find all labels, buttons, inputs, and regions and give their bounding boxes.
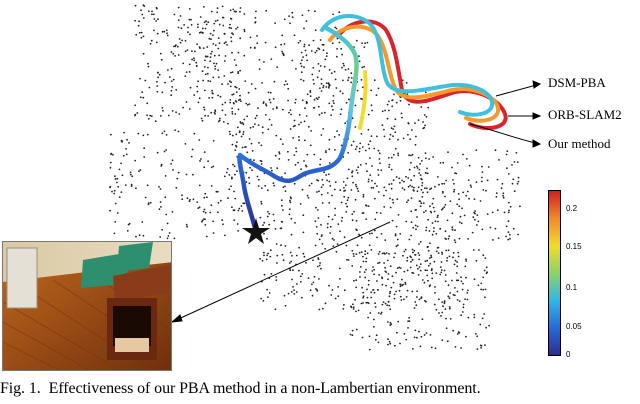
label-dsm-pba: DSM-PBA [548, 75, 606, 90]
point-cloud [109, 4, 521, 351]
figure-caption: Fig. 1. Effectiveness of our PBA method i… [0, 380, 640, 398]
inset-room-image [2, 241, 172, 371]
yellow-segment [358, 70, 368, 130]
start-star-icon [242, 218, 270, 244]
colorbar-tick: 0.05 [566, 322, 582, 331]
point-cloud-plot [109, 4, 542, 351]
colorbar [548, 190, 561, 356]
annotation-arrows [170, 80, 542, 323]
colorbar-tick: 0.15 [566, 242, 582, 251]
label-our-method: Our method [548, 136, 611, 151]
figure: DSM-PBA ORB-SLAM2 Our method 0.2 0.15 0.… [2, 4, 622, 371]
colorbar-tick: 0.2 [566, 204, 578, 213]
inset-room-render [3, 242, 171, 370]
colorbar-tick: 0.1 [566, 283, 578, 292]
label-orb-slam2: ORB-SLAM2 [548, 107, 622, 122]
shared-trajectory [237, 25, 359, 235]
our-method-trajectory [320, 13, 495, 117]
caption-text: Effectiveness of our PBA method in a non… [48, 380, 481, 397]
orb-slam2-trajectory [336, 19, 508, 131]
caption-number: Fig. 1. [0, 380, 41, 397]
colorbar-tick: 0 [566, 350, 571, 359]
